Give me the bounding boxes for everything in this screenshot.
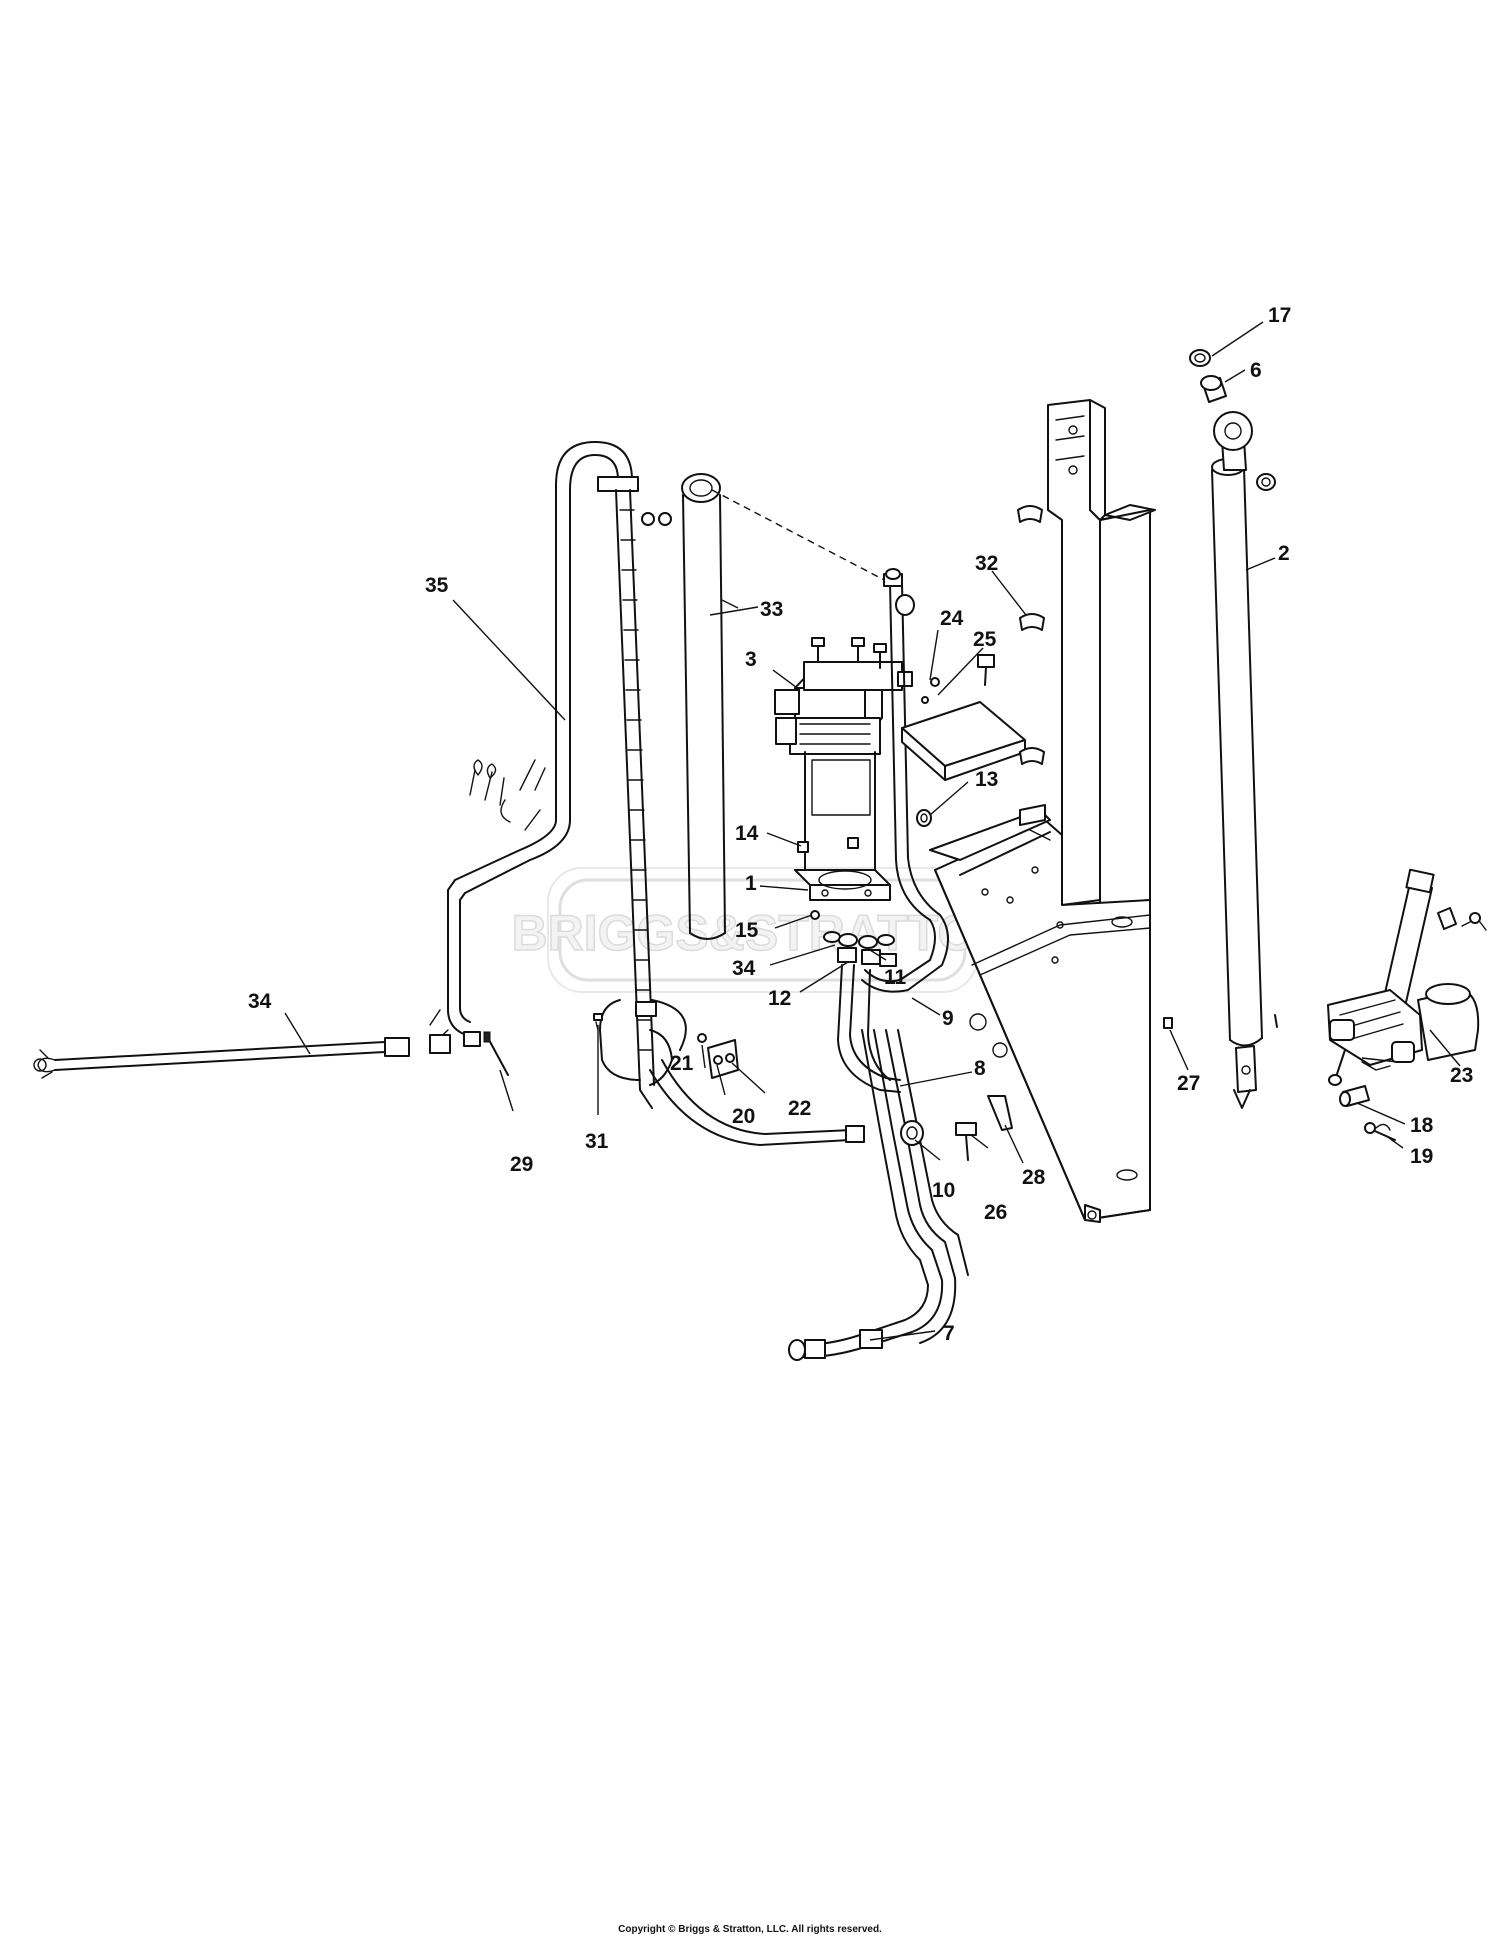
callout-32: 34 bbox=[732, 957, 756, 980]
part-8-hose bbox=[837, 964, 901, 1093]
callout-3: 3 bbox=[745, 648, 757, 671]
callout-31: 32 bbox=[975, 552, 998, 575]
callout-1: 1 bbox=[745, 872, 757, 895]
copyright-notice: Copyright © Briggs & Stratton, LLC. All … bbox=[618, 1924, 882, 1935]
part-2-cylinder bbox=[1211, 411, 1278, 1109]
callout-23: 23 bbox=[1450, 1064, 1473, 1087]
part-35-harness bbox=[429, 441, 639, 1054]
callout-19: 19 bbox=[1410, 1145, 1433, 1168]
part-26-bolt bbox=[955, 1122, 977, 1161]
cover-plate bbox=[901, 701, 1026, 781]
part-1-reservoir bbox=[794, 751, 891, 901]
watermark: BRIGGS&STRATTON bbox=[511, 867, 1013, 993]
main-frame bbox=[929, 399, 1156, 1223]
callout-9: 9 bbox=[942, 1007, 954, 1030]
small-nuts bbox=[641, 512, 672, 526]
callout-17: 17 bbox=[1268, 304, 1291, 327]
part-7-hose bbox=[788, 1029, 969, 1361]
callout-34: 34 bbox=[248, 990, 272, 1013]
callout-20: 20 bbox=[732, 1105, 755, 1128]
callout-12: 10 bbox=[932, 1179, 955, 1202]
watermark-text: BRIGGS&STRATTON bbox=[512, 905, 1013, 961]
callout-18: 18 bbox=[1410, 1114, 1434, 1137]
callout-35: 35 bbox=[425, 574, 449, 597]
part-25-bolt bbox=[977, 654, 995, 686]
part-24-nut bbox=[921, 696, 929, 704]
callout-22: 22 bbox=[788, 1097, 811, 1120]
part-12-fitting bbox=[900, 1120, 924, 1146]
hardware-near-23 bbox=[1437, 907, 1487, 931]
part-17-ring bbox=[1189, 349, 1211, 367]
callout-29: 28 bbox=[1022, 1166, 1046, 1189]
callout-26: 26 bbox=[984, 1201, 1007, 1224]
part-34-cable bbox=[33, 1037, 410, 1079]
callout-28: 29 bbox=[510, 1153, 533, 1176]
callout-labels: 17 6 2 33 32 24 25 3 13 14 1 15 34 12 11… bbox=[248, 304, 1473, 1345]
part-33-tube bbox=[681, 473, 891, 940]
part-27-clip bbox=[1163, 1017, 1173, 1029]
part-13-grommet bbox=[916, 809, 932, 827]
callout-14: 14 bbox=[735, 822, 759, 845]
drag-chain bbox=[599, 489, 687, 1109]
part-23-actuator bbox=[1327, 868, 1480, 1086]
part-18-pin bbox=[1339, 1085, 1370, 1107]
callout-2: 2 bbox=[1278, 542, 1290, 565]
callout-13: 13 bbox=[975, 768, 998, 791]
part-20-22-bracket bbox=[697, 1033, 739, 1079]
part-24-washer bbox=[930, 677, 940, 687]
part-9-tube bbox=[861, 568, 949, 993]
part-16-ring bbox=[1256, 473, 1276, 491]
callout-33: 33 bbox=[760, 598, 783, 621]
callout-27: 27 bbox=[1177, 1072, 1200, 1095]
callout-25: 25 bbox=[973, 628, 997, 651]
callout-8: 8 bbox=[974, 1057, 986, 1080]
part-3-valve bbox=[774, 637, 913, 755]
callout-15: 15 bbox=[735, 919, 759, 942]
callout-30: 31 bbox=[585, 1130, 609, 1153]
callout-24: 24 bbox=[940, 607, 964, 630]
callout-21: 21 bbox=[670, 1052, 694, 1075]
callout-11: 12 bbox=[768, 987, 791, 1010]
leader-lines bbox=[284, 321, 1461, 1341]
part-31-clips bbox=[895, 505, 1045, 765]
part-28-tie bbox=[483, 1031, 509, 1076]
callout-6: 6 bbox=[1250, 359, 1262, 382]
callout-10: 11 bbox=[884, 966, 907, 989]
lower-hose bbox=[649, 1059, 865, 1146]
callout-7: 7 bbox=[943, 1322, 955, 1345]
part-29-bracket bbox=[987, 1095, 1013, 1131]
part-6-bushing bbox=[1200, 375, 1227, 403]
part-14-nut bbox=[797, 841, 809, 853]
part-19-clip bbox=[1364, 1122, 1396, 1141]
part-15-nut bbox=[810, 910, 820, 920]
